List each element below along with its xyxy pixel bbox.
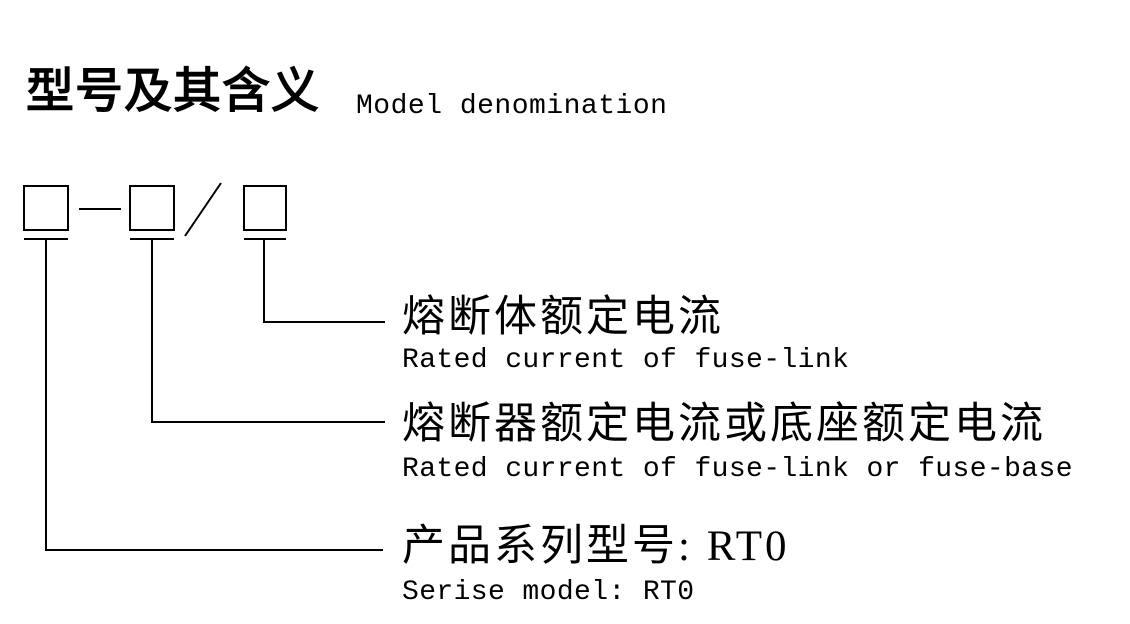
label-series-model-en: Serise model: RT0: [402, 577, 695, 608]
slash-separator-line: [184, 182, 222, 237]
rated-current-box: [129, 185, 175, 231]
label-rated-current-zh: 熔断器额定电流或底座额定电流: [402, 401, 1046, 448]
label-rated-current: 熔断器额定电流或底座额定电流 Rated current of fuse-lin…: [402, 401, 1073, 485]
label-fuse-link-current-zh: 熔断体额定电流: [402, 294, 724, 341]
label-fuse-link-current: 熔断体额定电流 Rated current of fuse-link: [402, 294, 849, 376]
page-title: 型号及其含义: [26, 65, 321, 118]
connector-rated-current: [151, 239, 385, 423]
fuse-link-current-box: [243, 185, 287, 231]
series-model-box: [23, 185, 69, 231]
label-fuse-link-current-en: Rated current of fuse-link: [402, 345, 850, 376]
label-series-model: 产品系列型号: RT0 Serise model: RT0: [402, 523, 790, 608]
connector-series-model: [45, 239, 383, 551]
connector-fuse-link-current: [263, 239, 385, 323]
label-series-model-zh: 产品系列型号: RT0: [402, 523, 790, 570]
label-rated-current-en: Rated current of fuse-link or fuse-base: [402, 454, 1073, 485]
page-subtitle: Model denomination: [356, 91, 668, 122]
